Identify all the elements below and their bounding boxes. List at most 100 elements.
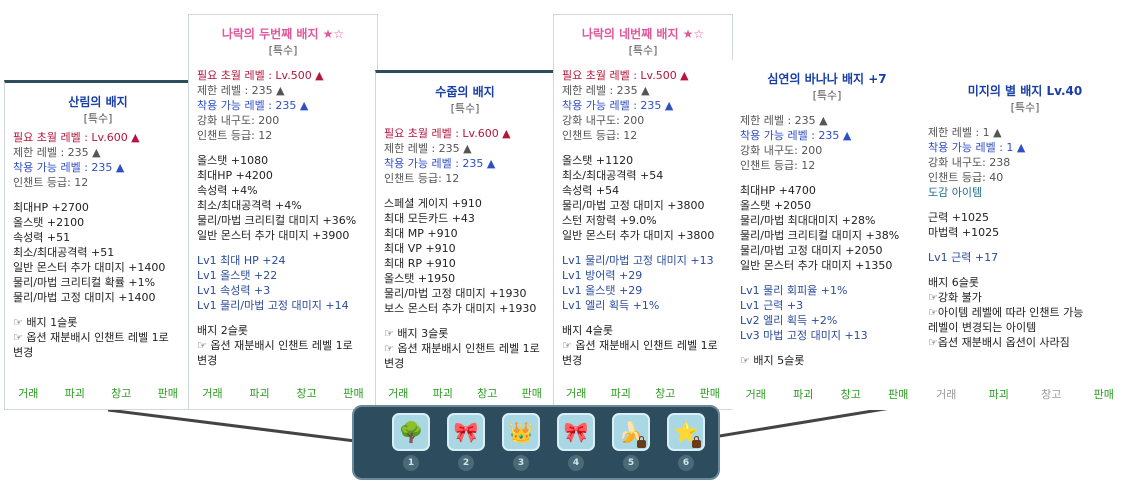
level-bonus-line: Lv1 물리/마법 고정 대미지 +13 — [562, 254, 714, 267]
stat-line: 물리/마법 크리티컬 대미지 +36% — [197, 214, 357, 227]
badge-title: 심연의 바나나 배지 +7 — [767, 72, 887, 86]
badge-category: [특수] — [812, 89, 842, 102]
requirement-line: 착용 가능 레벨 : 235 ▲ — [740, 129, 852, 142]
stat-line: 일반 몬스터 추가 대미지 +3800 — [562, 229, 715, 242]
action-storage-button[interactable]: 창고 — [655, 387, 676, 400]
requirement-line: 인챈트 등급: 12 — [562, 129, 638, 142]
note-line: ☞옵션 재분배시 옵션이 사라짐 — [928, 336, 1070, 349]
action-storage-button[interactable]: 창고 — [1041, 388, 1062, 401]
badge-slot-4[interactable]: 🎀 — [557, 413, 595, 451]
level-bonus-line: Lv1 물리 회피율 +1% — [740, 284, 848, 297]
lock-icon — [637, 436, 646, 448]
action-sell-button[interactable]: 판매 — [157, 387, 178, 400]
note-line: 배지 4슬롯 — [562, 324, 613, 337]
requirement-line: 착용 가능 레벨 : 235 ▲ — [13, 161, 125, 174]
stat-line: 물리/마법 고정 대미지 +1930 — [384, 287, 527, 300]
action-bar: 거래 파괴 창고 판매 — [5, 385, 191, 401]
note-line: 변경 — [197, 354, 218, 367]
action-trade-button[interactable]: 거래 — [388, 387, 409, 400]
action-storage-button[interactable]: 창고 — [840, 388, 861, 401]
stat-line: 물리/마법 고정 대미지 +1400 — [13, 291, 156, 304]
action-bar: 거래 파괴 창고 판매 — [920, 386, 1130, 402]
badge-slot-3[interactable]: 👑 — [502, 413, 540, 451]
stat-line: 올스탯 +1120 — [562, 154, 634, 167]
stat-line: 물리/마법 고정 대미지 +3800 — [562, 199, 705, 212]
action-destroy-button[interactable]: 파괴 — [610, 387, 631, 400]
tree-badge-icon: 🌳 — [398, 420, 424, 444]
action-destroy-button[interactable]: 파괴 — [64, 387, 85, 400]
stat-line: 올스탯 +1080 — [197, 154, 269, 167]
level-bonus-line: Lv1 최대 HP +24 — [197, 254, 286, 267]
stat-line: 마법력 +1025 — [928, 226, 1000, 239]
badge-tooltip-forest: 산림의 배지 [특수] 필요 초월 레벨 : Lv.600 ▲제한 레벨 : 2… — [4, 80, 192, 410]
level-bonus-line: Lv1 엘리 획득 +1% — [562, 299, 660, 312]
badge-slot-1[interactable]: 🌳 — [392, 413, 430, 451]
action-sell-button[interactable]: 판매 — [888, 388, 909, 401]
action-sell-button[interactable]: 판매 — [343, 387, 364, 400]
action-trade-button[interactable]: 거래 — [936, 388, 957, 401]
action-bar: 거래 파괴 창고 판매 — [376, 385, 554, 401]
note-line: ☞강화 불가 — [928, 291, 982, 304]
badge-title: 수줍의 배지 — [435, 85, 495, 99]
stat-line: 올스탯 +1950 — [384, 272, 456, 285]
ribbon-badge-icon: 🎀 — [563, 420, 589, 444]
note-line: 배지 6슬롯 — [928, 276, 979, 289]
note-line: 변경 — [384, 357, 405, 370]
action-sell-button[interactable]: 판매 — [699, 387, 720, 400]
requirement-line: 강화 내구도: 200 — [562, 114, 645, 127]
badge-slot-6[interactable]: ⭐ — [667, 413, 705, 451]
requirement-line: 인챈트 등급: 12 — [197, 129, 273, 142]
badge-title: 산림의 배지 — [68, 95, 128, 109]
action-trade-button[interactable]: 거래 — [18, 387, 39, 400]
action-sell-button[interactable]: 판매 — [521, 387, 542, 400]
action-destroy-button[interactable]: 파괴 — [249, 387, 270, 400]
badge-title: 미지의 별 배지 Lv.40 — [967, 84, 1083, 98]
action-destroy-button[interactable]: 파괴 — [793, 388, 814, 401]
note-line: ☞ 배지 1슬롯 — [13, 316, 78, 329]
requirements: 제한 레벨 : 235 ▲ 착용 가능 레벨 : 235 ▲ 강화 내구도: 200… — [732, 113, 922, 173]
action-storage-button[interactable]: 창고 — [296, 387, 317, 400]
action-sell-button[interactable]: 판매 — [1093, 388, 1114, 401]
lock-icon — [692, 436, 701, 448]
level-bonus-line: Lv1 올스탯 +22 — [197, 269, 278, 282]
note-line: ☞ 옵션 재분배시 인챈트 레벨 1로 — [384, 342, 540, 355]
action-trade-button[interactable]: 거래 — [566, 387, 587, 400]
requirement-line: 도감 아이템 — [928, 186, 983, 199]
requirement-line: 제한 레벨 : 235 ▲ — [197, 84, 285, 97]
badge-tooltip-banana: 심연의 바나나 배지 +7 [특수] 제한 레벨 : 235 ▲ 착용 가능 레벨… — [732, 60, 922, 410]
stat-line: 최대 VP +910 — [384, 242, 456, 255]
action-destroy-button[interactable]: 파괴 — [432, 387, 453, 400]
level-bonus-line: Lv1 올스탯 +29 — [562, 284, 643, 297]
stat-line: 속성력 +54 — [562, 184, 620, 197]
requirements: 필요 초월 레벨 : Lv.500 ▲제한 레벨 : 235 ▲착용 가능 레벨… — [189, 68, 377, 143]
stat-line: 최대HP +4700 — [740, 184, 816, 197]
badge-category: [특수] — [83, 112, 113, 125]
action-storage-button[interactable]: 창고 — [477, 387, 498, 400]
stat-line: 물리/마법 고정 대미지 +2050 — [740, 244, 883, 257]
stat-line: 스페셜 게이지 +910 — [384, 197, 482, 210]
stat-line: 최대HP +4200 — [197, 169, 273, 182]
action-bar: 거래 파괴 창고 판매 — [554, 385, 732, 401]
badge-slot-2[interactable]: 🎀 — [447, 413, 485, 451]
requirement-line: 제한 레벨 : 235 ▲ — [384, 142, 472, 155]
action-trade-button[interactable]: 거래 — [745, 388, 766, 401]
note-line: ☞ 옵션 재분배시 인챈트 레벨 1로 — [197, 339, 353, 352]
crown-badge-icon: 👑 — [508, 420, 534, 444]
badge-slot-5[interactable]: 🍌 — [612, 413, 650, 451]
action-trade-button[interactable]: 거래 — [202, 387, 223, 400]
requirement-line: 강화 내구도: 200 — [740, 144, 823, 157]
action-storage-button[interactable]: 창고 — [111, 387, 132, 400]
action-destroy-button[interactable]: 파괴 — [988, 388, 1009, 401]
requirement-line: 착용 가능 레벨 : 235 ▲ — [562, 99, 674, 112]
stat-line: 올스탯 +2100 — [13, 216, 85, 229]
requirement-line: 제한 레벨 : 235 ▲ — [740, 114, 828, 127]
